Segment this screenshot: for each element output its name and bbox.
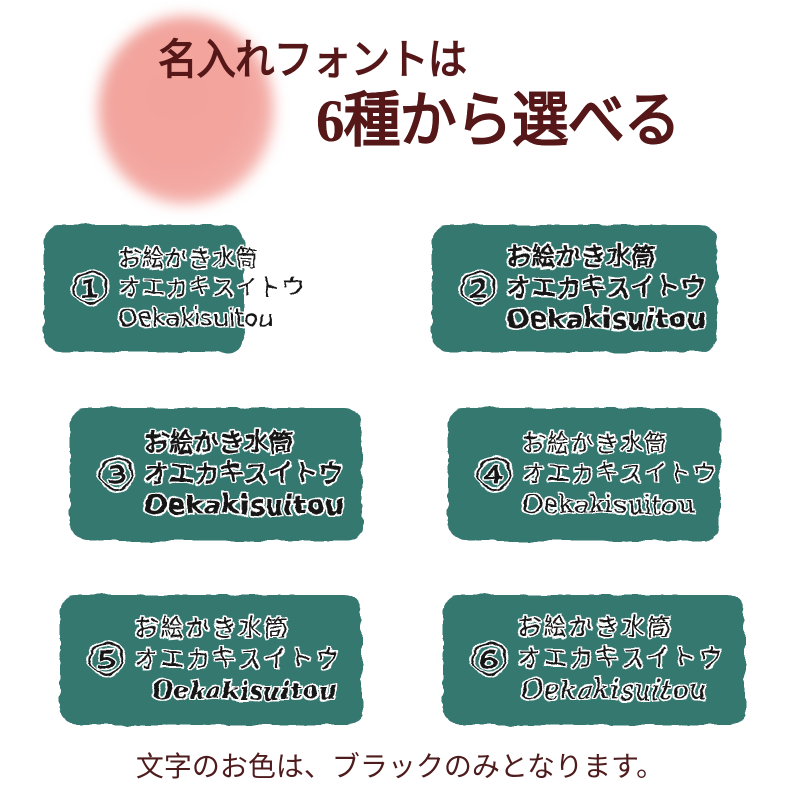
sample-katakana: オエカキスイトウ bbox=[118, 274, 306, 301]
sample-katakana: オエカキスイトウ bbox=[144, 459, 344, 488]
sample-romaji: Oekakisuitou bbox=[152, 676, 337, 705]
header-block: 名入れフォントは 6種から選べる bbox=[0, 0, 800, 205]
sample-hiragana: お絵かき水筒 bbox=[118, 245, 259, 272]
sample-katakana: オエカキスイトウ bbox=[506, 273, 706, 302]
circled-number-icon: ④ bbox=[473, 447, 515, 502]
sample-hiragana: お絵かき水筒 bbox=[522, 430, 669, 457]
font-option-card-1[interactable]: ① お絵かき水筒 オエカキスイトウ Oekakisuitou bbox=[44, 225, 305, 352]
sample-katakana: オエカキスイトウ bbox=[517, 644, 725, 672]
card-sample-lines-6: お絵かき水筒 オエカキスイトウ Oekakisuitou bbox=[517, 612, 745, 708]
card-number-2: ② bbox=[456, 263, 500, 315]
card-sample-lines-3: お絵かき水筒 オエカキスイトウ Oekakisuitou bbox=[144, 427, 362, 522]
pink-circle-decoration bbox=[98, 16, 274, 204]
card-sample-lines-4: お絵かき水筒 オエカキスイトウ Oekakisuitou bbox=[522, 429, 727, 521]
card-sample-lines-1: お絵かき水筒 オエカキスイトウ Oekakisuitou bbox=[118, 245, 315, 333]
header-line-1: 名入れフォントは bbox=[158, 38, 467, 84]
sample-katakana: オエカキスイトウ bbox=[134, 645, 342, 673]
sample-romaji: Oekakisuitou bbox=[118, 303, 275, 332]
card-number-4: ④ bbox=[472, 449, 516, 501]
font-option-card-2[interactable]: ② お絵かき水筒 オエカキスイトウ Oekakisuitou bbox=[432, 225, 717, 352]
card-sample-lines-5: お絵かき水筒 オエカキスイトウ Oekakisuitou bbox=[134, 613, 362, 707]
font-option-card-6[interactable]: ⑥ お絵かき水筒 オエカキスイトウ Oekakisuitou bbox=[443, 595, 745, 725]
sample-romaji: Oekakisuitou bbox=[144, 490, 344, 521]
card-number-1: ① bbox=[68, 263, 112, 315]
footer-note: 文字のお色は、ブラックのみとなります。 bbox=[135, 750, 665, 783]
font-option-card-5[interactable]: ⑤ お絵かき水筒 オエカキスイトウ Oekakisuitou bbox=[60, 595, 362, 725]
sample-romaji: Oekakisuitou bbox=[521, 675, 707, 706]
sample-romaji: Oekakisuitou bbox=[506, 304, 706, 335]
sample-romaji: Oekakisuitou bbox=[522, 489, 695, 519]
circled-number-icon: ① bbox=[69, 261, 111, 316]
sample-hiragana: お絵かき水筒 bbox=[144, 428, 295, 457]
font-option-card-3[interactable]: ③ お絵かき水筒 オエカキスイトウ Oekakisuitou bbox=[70, 408, 362, 541]
circled-number-icon: ③ bbox=[95, 447, 137, 502]
header-line-2: 6種から選べる bbox=[316, 88, 681, 154]
card-number-6: ⑥ bbox=[467, 634, 511, 686]
sample-hiragana: お絵かき水筒 bbox=[506, 242, 657, 271]
font-options-grid: ① お絵かき水筒 オエカキスイトウ Oekakisuitou ② お絵かき水筒 … bbox=[0, 212, 800, 737]
circled-number-icon: ② bbox=[457, 261, 499, 316]
circled-number-icon: ⑤ bbox=[85, 633, 127, 687]
circled-number-icon: ⑥ bbox=[468, 633, 510, 687]
card-number-3: ③ bbox=[94, 449, 138, 501]
card-sample-lines-2: お絵かき水筒 オエカキスイトウ Oekakisuitou bbox=[506, 241, 717, 336]
font-option-card-4[interactable]: ④ お絵かき水筒 オエカキスイトウ Oekakisuitou bbox=[448, 408, 720, 541]
sample-hiragana: お絵かき水筒 bbox=[134, 614, 290, 642]
sample-hiragana: お絵かき水筒 bbox=[517, 613, 673, 641]
card-number-5: ⑤ bbox=[84, 634, 128, 686]
sample-katakana: オエカキスイトウ bbox=[522, 460, 718, 487]
